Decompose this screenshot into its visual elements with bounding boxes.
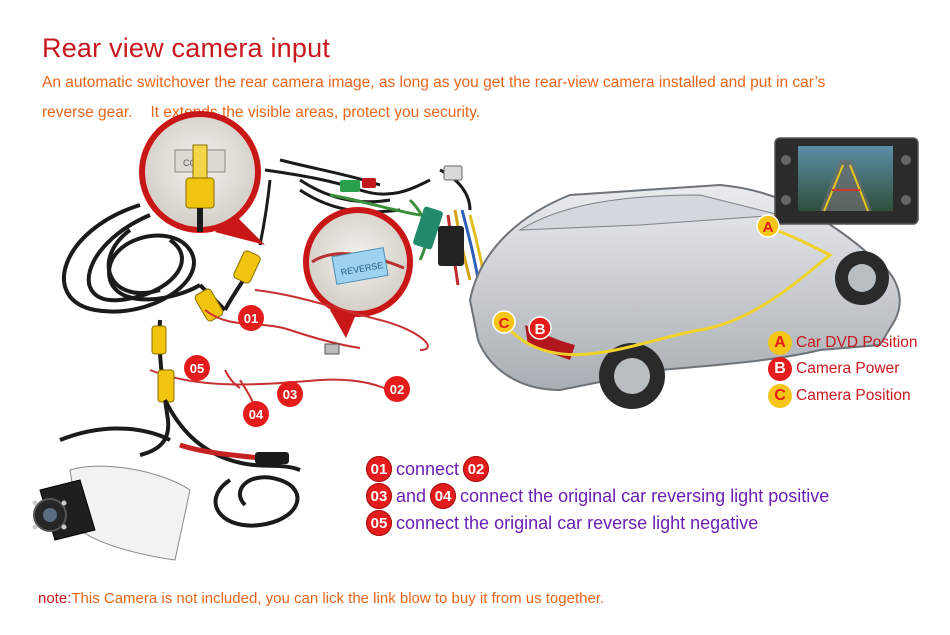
marker-b-label: B [535, 321, 546, 338]
marker-a: A [757, 215, 779, 237]
legend-text-c: Camera Position [796, 387, 911, 405]
badge-04: 04 [243, 401, 269, 427]
badge-03-label: 03 [283, 387, 297, 402]
badge-02-label: 02 [390, 382, 404, 397]
marker-b: B [529, 317, 551, 339]
wire-terminal [325, 344, 339, 354]
badge-01: 01 [238, 305, 264, 331]
badge-05-label: 05 [190, 361, 204, 376]
legend-item-a: A Car DVD Position [768, 331, 917, 355]
instruction-row-2: 03 and 04 connect the original car rever… [366, 483, 833, 509]
instruction-1-num-a: 01 [366, 456, 392, 482]
legend-item-b: B Camera Power [768, 357, 899, 381]
legend-letter-b: B [768, 357, 792, 381]
marker-c-label: C [499, 315, 510, 332]
rear-camera-module [33, 466, 191, 560]
legend-text-a: Car DVD Position [796, 334, 917, 352]
badge-02: 02 [384, 376, 410, 402]
note-prefix: note: [38, 590, 71, 607]
badge-03: 03 [277, 381, 303, 407]
instruction-row-3: 05 connect the original car reverse ligh… [366, 510, 762, 536]
badge-05: 05 [184, 355, 210, 381]
instruction-3-num: 05 [366, 510, 392, 536]
legend-item-c: C Camera Position [768, 384, 911, 408]
instruction-3-text: connect the original car reverse light n… [396, 513, 758, 534]
instruction-1-num-b: 02 [463, 456, 489, 482]
legend-text-b: Camera Power [796, 360, 899, 378]
marker-a-label: A [763, 219, 774, 236]
footer-note: note:This Camera is not included, you ca… [38, 590, 604, 607]
reverse-tag-zoom: REVERSE [306, 210, 410, 338]
marker-c: C [493, 311, 515, 333]
instruction-2-text-and: and [396, 486, 426, 507]
instruction-2-text: connect the original car reversing light… [460, 486, 829, 507]
instruction-2-num-a: 03 [366, 483, 392, 509]
yellow-plug-zoom: CCD [142, 114, 265, 245]
legend-letter-c: C [768, 384, 792, 408]
instruction-row-1: 01 connect 02 [366, 456, 489, 482]
note-text: This Camera is not included, you can lic… [71, 590, 604, 607]
car-dvd-head-unit [775, 138, 918, 224]
instruction-1-text: connect [396, 459, 459, 480]
legend-letter-a: A [768, 331, 792, 355]
badge-01-label: 01 [244, 311, 258, 326]
instruction-2-num-b: 04 [430, 483, 456, 509]
badge-04-label: 04 [249, 407, 264, 422]
